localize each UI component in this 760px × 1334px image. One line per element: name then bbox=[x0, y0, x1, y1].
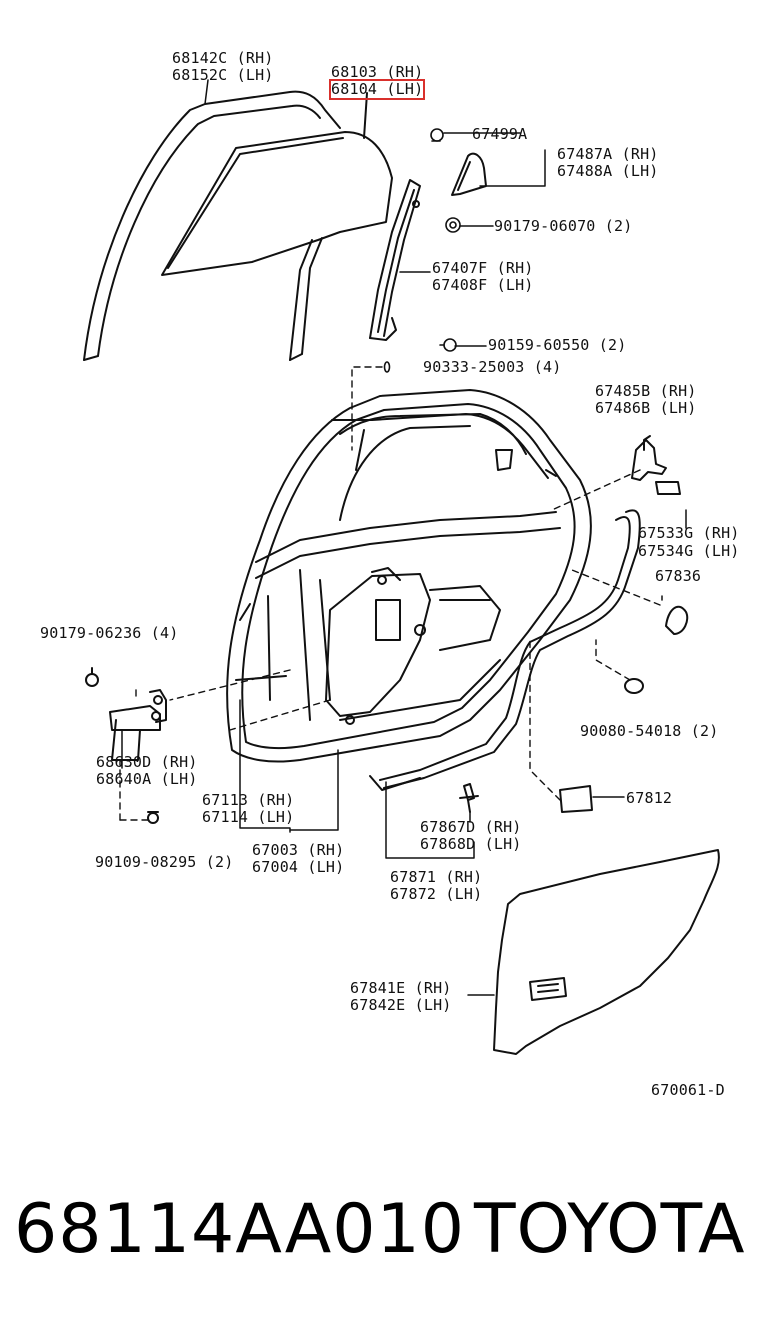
trim-board-drawing bbox=[493, 849, 720, 1055]
door-panel-drawing bbox=[226, 389, 592, 763]
label-67113: 67113 (RH) bbox=[202, 791, 295, 809]
label-67499a: 67499A bbox=[472, 125, 528, 143]
division-bar-drawing bbox=[369, 179, 421, 341]
parts-diagram: 68142C (RH) 68152C (LH) 68103 (RH) 68104… bbox=[40, 49, 740, 1099]
bracket-drawing bbox=[631, 435, 681, 495]
dashed-guides bbox=[119, 366, 661, 821]
label-68630d: 68630D (RH) bbox=[96, 753, 198, 771]
part-number: 68114AA010 bbox=[14, 1190, 466, 1269]
diagram-code: 670061-D bbox=[651, 1081, 725, 1099]
diagram-drawing bbox=[83, 79, 720, 1055]
brand-name: TOYOTA bbox=[474, 1190, 746, 1269]
caption: 68114AA010 TOYOTA bbox=[0, 1185, 760, 1295]
bottom-leaders bbox=[121, 509, 687, 996]
label-67114: 67114 (LH) bbox=[202, 808, 295, 826]
label-67841e: 67841E (RH) bbox=[350, 979, 452, 997]
label-68152c: 68152C (LH) bbox=[172, 66, 274, 84]
door-glass-drawing bbox=[161, 92, 393, 276]
label-67486b: 67486B (LH) bbox=[595, 399, 697, 417]
label-67407f: 67407F (RH) bbox=[432, 259, 534, 277]
run-channel-drawing bbox=[83, 90, 341, 361]
label-90080-54018: 90080-54018 (2) bbox=[580, 722, 719, 740]
label-68104-highlighted[interactable]: 68104 (LH) bbox=[328, 79, 426, 100]
label-67872: 67872 (LH) bbox=[390, 885, 483, 903]
label-67488a: 67488A (LH) bbox=[557, 162, 659, 180]
corner-cover-drawing bbox=[451, 152, 487, 196]
label-67533g: 67533G (RH) bbox=[638, 524, 740, 542]
label-67004: 67004 (LH) bbox=[252, 858, 345, 876]
pad-drawing bbox=[559, 785, 593, 813]
label-67485b: 67485B (RH) bbox=[595, 382, 697, 400]
label-67487a: 67487A (RH) bbox=[557, 145, 659, 163]
label-90159-60550: 90159-60550 (2) bbox=[488, 336, 627, 354]
label-67408f: 67408F (LH) bbox=[432, 276, 534, 294]
label-67867d: 67867D (RH) bbox=[420, 818, 522, 836]
label-67842e: 67842E (LH) bbox=[350, 996, 452, 1014]
fasteners-top bbox=[383, 128, 461, 373]
top-leaders bbox=[204, 79, 546, 347]
clip-drawing bbox=[459, 783, 479, 813]
label-67871: 67871 (RH) bbox=[390, 868, 483, 886]
caps-drawing bbox=[624, 605, 689, 694]
label-68103: 68103 (RH) bbox=[331, 63, 424, 81]
label-67836: 67836 bbox=[655, 567, 702, 585]
label-67003: 67003 (RH) bbox=[252, 841, 345, 859]
label-90333-25003: 90333-25003 (4) bbox=[423, 358, 562, 376]
label-90109-08295: 90109-08295 (2) bbox=[95, 853, 234, 871]
label-67812: 67812 bbox=[626, 789, 673, 807]
label-67534g: 67534G (LH) bbox=[638, 542, 740, 560]
label-68640a: 68640A (LH) bbox=[96, 770, 198, 788]
weatherstrip-drawing bbox=[369, 509, 641, 791]
label-68142c: 68142C (RH) bbox=[172, 49, 274, 67]
label-90179-06070: 90179-06070 (2) bbox=[494, 217, 633, 235]
door-hinge-drawing bbox=[85, 667, 167, 824]
label-67868d: 67868D (LH) bbox=[420, 835, 522, 853]
label-90179-06236: 90179-06236 (4) bbox=[40, 624, 179, 642]
